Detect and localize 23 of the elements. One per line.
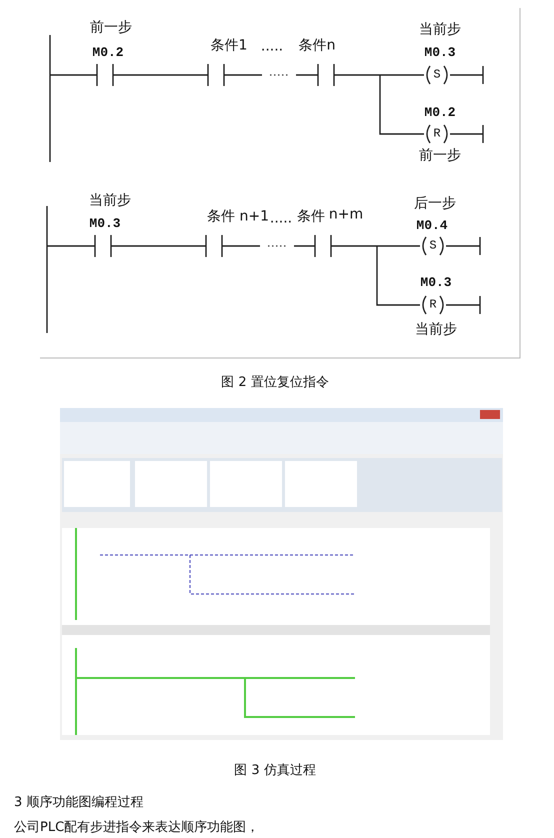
body-text: 公司PLC配有步进指令来表达顺序功能图，: [14, 820, 260, 836]
address-label: M0.3: [89, 216, 121, 232]
figure-caption: 图 2 置位复位指令: [221, 376, 329, 390]
ladder-label: .....: [270, 211, 292, 227]
ladder-label: n+m: [328, 207, 364, 223]
ladder-label: 当前步: [419, 22, 461, 38]
ladder-label: 后一步: [414, 196, 456, 212]
ladder-label: 当前步: [415, 322, 457, 338]
section-heading: 3 顺序功能图编程过程: [14, 796, 144, 810]
figure-caption: 图 3 仿真过程: [234, 764, 316, 778]
ladder-label: 条件 n+1: [207, 209, 269, 225]
ladder-label: 前一步: [419, 148, 461, 164]
ladder-label: 条件n: [298, 38, 336, 54]
ladder-label: 前一步: [90, 20, 132, 36]
address-label: M0.2: [424, 106, 456, 120]
address-label: M0.4: [416, 218, 448, 234]
ladder-label: .....: [260, 39, 284, 55]
address-label: M0.2: [92, 46, 124, 60]
ladder-label: 条件: [297, 209, 325, 225]
ladder-label: 当前步: [89, 193, 131, 209]
address-label: M0.3: [420, 276, 452, 290]
address-label: M0.3: [424, 46, 456, 60]
ladder-label: 条件1: [210, 38, 248, 54]
